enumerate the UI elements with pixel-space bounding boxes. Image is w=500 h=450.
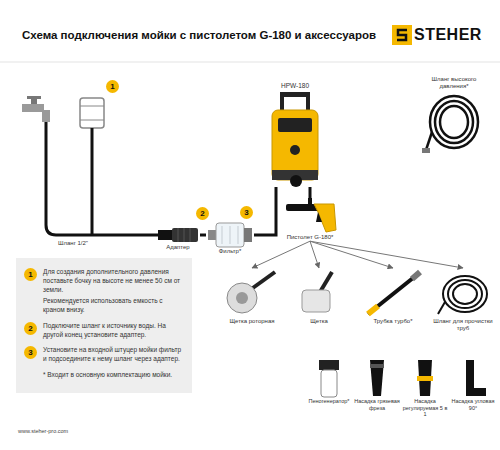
- callout-number: 1: [24, 268, 37, 281]
- caption: Насадка регулируемая 5 в 1: [402, 398, 448, 418]
- note-column: Подключите шланг к источнику воды. На др…: [43, 322, 182, 340]
- turbo-lance: Трубка турбо*: [360, 268, 426, 325]
- hose-label: Шланг 1/2": [58, 240, 88, 246]
- pipe-cleaning-hose: Шланг для прочистки труб: [432, 268, 494, 332]
- icon-area: [360, 268, 426, 318]
- callout-number: 2: [24, 322, 37, 335]
- note-text: Рекомендуется использовать емкость с кра…: [43, 297, 182, 315]
- caption: Насадка угловая 90°: [450, 398, 496, 411]
- callout-slot: 3: [24, 346, 43, 364]
- accessory-connector: [252, 241, 310, 268]
- icon-area: [262, 92, 328, 187]
- note-text: Для создания дополнительного давления по…: [43, 268, 182, 294]
- adjustable-nozzle: Насадка регулируемая 5 в 1: [402, 358, 448, 418]
- note-row: 2 Подключите шланг к источнику воды. На д…: [24, 322, 182, 340]
- icon-area: [292, 268, 346, 318]
- note-text: * Входит в основную комплектацию мойки.: [43, 371, 182, 380]
- instructions-panel: 1 Для создания дополнительного давления п…: [16, 258, 192, 393]
- note-text: Подключите шланг к источнику воды. На др…: [43, 322, 182, 340]
- note-column: Установите на входной штуцер мойки фильт…: [43, 346, 182, 364]
- angle-nozzle: Насадка угловая 90°: [450, 358, 496, 411]
- callout-slot: 1: [24, 268, 43, 315]
- rotary-brush: Щетка роторная: [222, 268, 282, 325]
- caption: Щетка роторная: [222, 318, 282, 325]
- pressure-washer: HPW-180: [262, 82, 328, 187]
- note-column: Для создания дополнительного давления по…: [43, 268, 182, 315]
- caption: Трубка турбо*: [360, 318, 426, 325]
- note-row: 1 Для создания дополнительного давления п…: [24, 268, 182, 315]
- icon-area: [280, 198, 340, 234]
- accessory-connector: [310, 241, 393, 268]
- caption: HPW-180: [262, 82, 328, 90]
- diagram-title: Схема подключения мойки с пистолетом G-1…: [22, 29, 376, 41]
- caption: Шланг для прочистки труб: [432, 318, 494, 332]
- caption: Пистолет G-180*: [280, 234, 340, 241]
- note-text: Установите на входной штуцер мойки фильт…: [43, 346, 182, 364]
- note-row: 3 Установите на входной штуцер мойки филь…: [24, 346, 182, 364]
- caption: Шланг высокого давления*: [418, 76, 490, 90]
- spray-gun: Пистолет G-180*: [280, 198, 340, 241]
- filter-part: Фильтр*: [206, 222, 254, 255]
- dirt-nozzle: Насадка грязевая фреза: [354, 358, 400, 411]
- icon-area: [432, 268, 494, 318]
- icon-area: [222, 268, 282, 318]
- icon-area: [402, 358, 448, 398]
- icon-area: [306, 358, 352, 398]
- icon-area: [418, 92, 490, 154]
- logo-text: STEHER: [414, 27, 482, 43]
- callout-number: 2: [196, 207, 209, 220]
- callout-slot: 2: [24, 322, 43, 340]
- callout-number: 1: [106, 80, 119, 93]
- accessory-connector: [310, 241, 319, 268]
- icon-area: [156, 226, 200, 244]
- high-pressure-hose: Шланг высокого давления*: [418, 76, 490, 154]
- caption: Насадка грязевая фреза: [354, 398, 400, 411]
- caption: Адаптер: [156, 244, 200, 251]
- adapter-part: Адаптер: [156, 226, 200, 251]
- caption: Щетка: [292, 318, 346, 325]
- callout-number: 3: [24, 346, 37, 359]
- foam-nozzle: Пеногенератор*: [306, 358, 352, 405]
- hose-connector: [200, 234, 206, 237]
- hose-connector: [254, 187, 276, 235]
- caption: Фильтр*: [206, 248, 254, 255]
- note-row: * Входит в основную комплектацию мойки.: [24, 371, 182, 380]
- icon-area: [206, 222, 254, 248]
- caption: Пеногенератор*: [306, 398, 352, 405]
- icon-area: [354, 358, 400, 398]
- hose-connector: [309, 187, 312, 198]
- website: www.steher-pro.com: [18, 428, 68, 434]
- note-column: * Входит в основную комплектацию мойки.: [43, 371, 182, 380]
- icon-area: [450, 358, 496, 398]
- accessory-connector: [310, 241, 463, 268]
- brush: Щетка: [292, 268, 346, 325]
- callout-number: 3: [240, 206, 253, 219]
- callout-slot: [24, 371, 43, 380]
